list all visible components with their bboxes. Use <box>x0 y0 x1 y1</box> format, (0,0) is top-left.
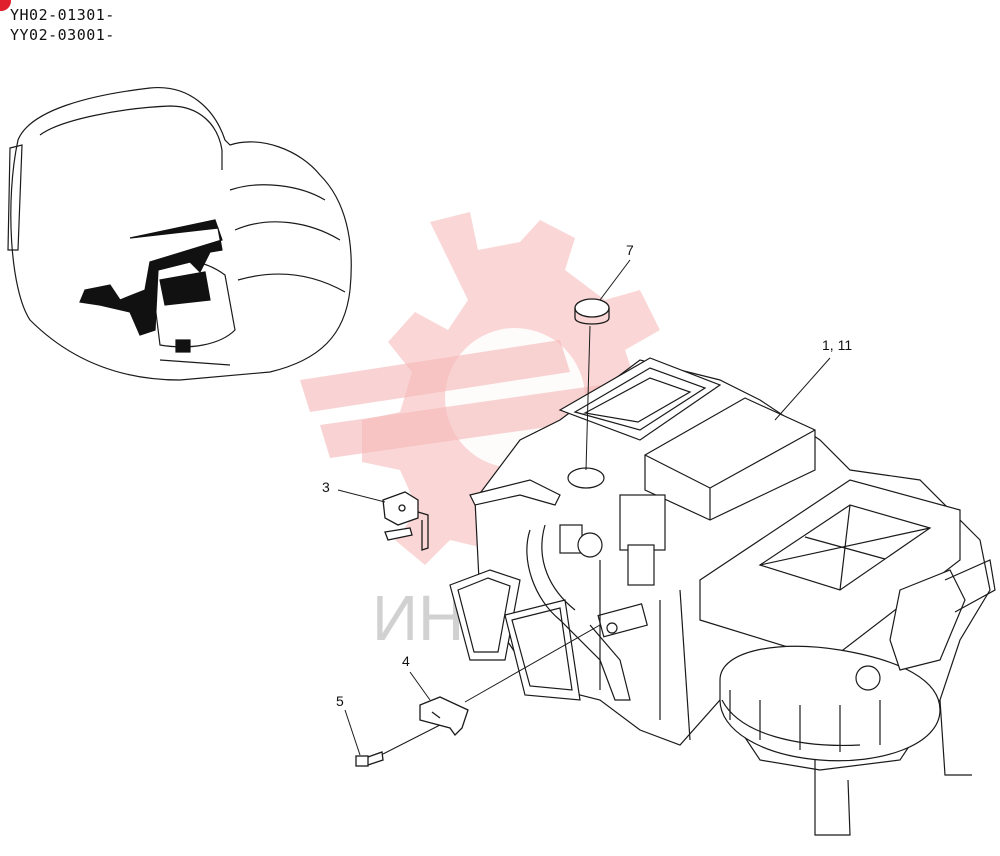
air-conditioner-unit-icon <box>449 357 996 836</box>
part-3-bracket <box>382 491 429 551</box>
watermark-stripe-1 <box>300 340 570 412</box>
corner-marker <box>0 0 11 11</box>
serial-number-1: YH02-01301- <box>10 6 115 24</box>
part-5-bolt <box>355 751 384 767</box>
leader-4-extent <box>464 624 601 703</box>
serial-number-2: YY02-03001- <box>10 26 115 44</box>
callout-4: 4 <box>402 653 410 669</box>
leader-5 <box>344 709 361 756</box>
leader-3 <box>337 489 386 503</box>
leader-lines <box>337 259 831 756</box>
leader-7-shaft <box>585 325 591 471</box>
callout-3: 3 <box>322 479 330 495</box>
cab-locator-icon <box>7 87 352 381</box>
part-4-plate <box>419 696 469 737</box>
callout-5: 5 <box>336 693 344 709</box>
part-7-cap <box>574 298 610 325</box>
leader-7 <box>599 259 631 301</box>
callout-7: 7 <box>626 242 634 258</box>
leader-1-11 <box>774 357 831 421</box>
leader-5-extent <box>382 724 441 755</box>
leader-4 <box>409 671 431 701</box>
callout-1-11: 1, 11 <box>822 337 852 353</box>
cab-highlight-area <box>79 219 223 353</box>
watermark-stripe-2 <box>320 385 610 458</box>
